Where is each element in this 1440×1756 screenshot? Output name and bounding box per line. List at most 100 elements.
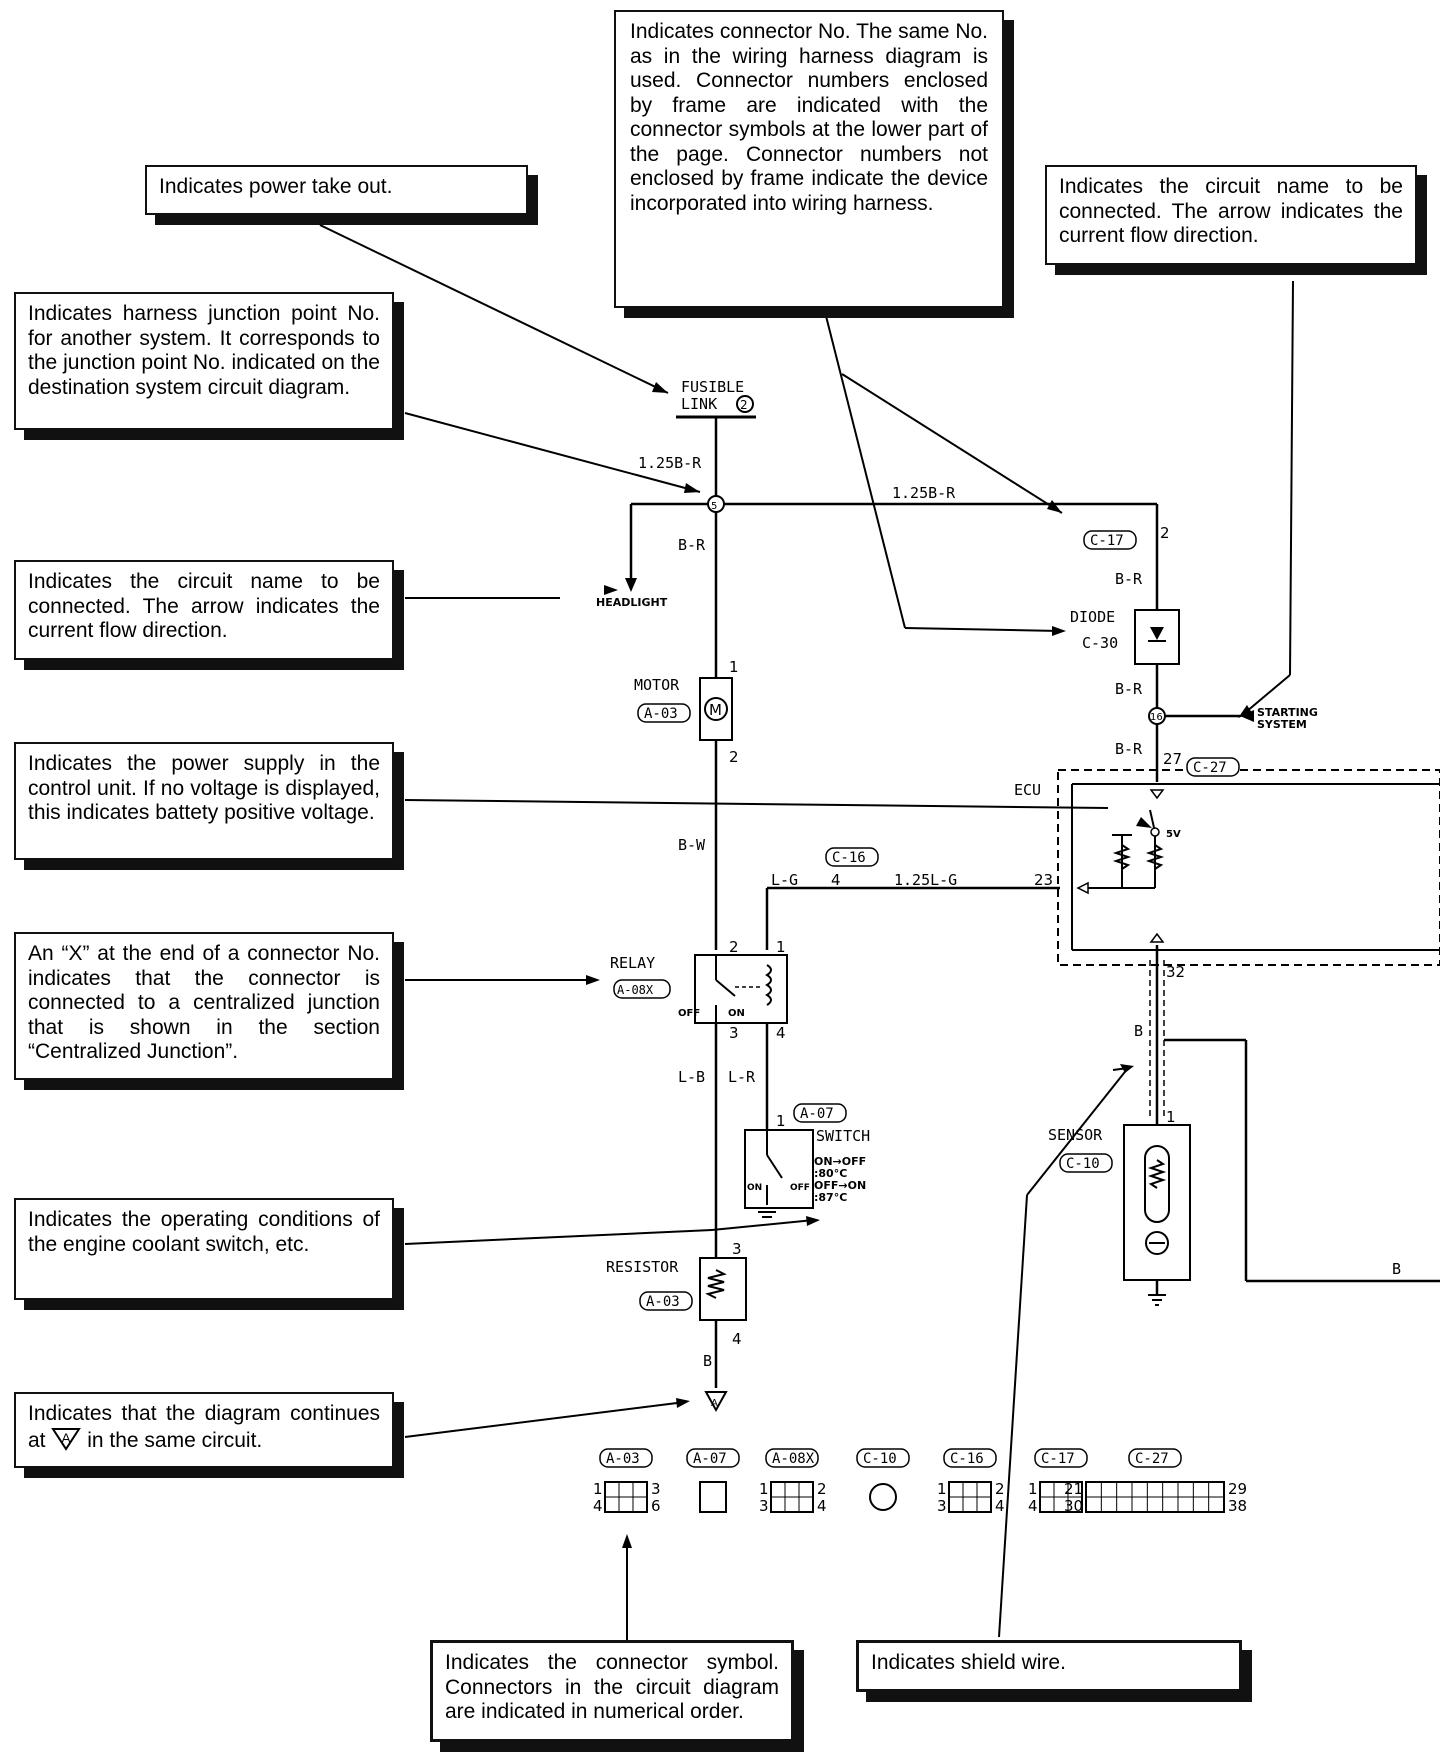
wire-br-3: B-R [1115,680,1143,698]
sensor-label: SENSOR [1048,1126,1103,1144]
connector-pin-label: 3 [651,1480,661,1498]
relay-label: RELAY [610,954,655,972]
pointer-shield-2 [1026,1067,1129,1196]
pointer-arrowheads [586,382,1252,1548]
connector-pin-label: 30 [1064,1497,1083,1515]
starting-label: STARTING [1257,706,1318,719]
pin-switch-1: 1 [776,1112,786,1130]
switch-label: SWITCH [816,1127,870,1145]
connector-pin-label: 6 [651,1497,661,1515]
callout-shield-wire: Indicates shield wire. [856,1640,1242,1692]
svg-text:C-10: C-10 [1066,1156,1100,1172]
pointer-connector-no [841,373,1063,514]
connector-pin-label: 1 [759,1480,769,1498]
wire-b-2: B [1134,1022,1143,1040]
wire-lb: L-B [678,1068,705,1086]
connector-symbol-name: A-03 [606,1451,640,1467]
continue-triangle [704,1391,728,1413]
connector-symbol-name: C-10 [863,1451,897,1467]
svg-text:A-08X: A-08X [617,983,654,997]
pin-resistor-4: 4 [732,1330,742,1348]
connector-pin-label: 2 [995,1480,1005,1498]
wire-br-4: B-R [1115,740,1143,758]
wire-125lg: 1.25L-G [894,871,957,889]
switch-cond-4: :87°C [814,1191,847,1204]
connector-pin-label: 1 [937,1480,947,1498]
badge-motor-conn: A-03 [637,703,691,723]
pin-relay-1: 1 [776,938,786,956]
connector-symbol-name: C-17 [1041,1451,1075,1467]
motor-m: M [709,701,722,719]
switch-cond-2: :80°C [814,1167,847,1180]
callout-connector-symbol: Indicates the connector symbol. Connecto… [430,1640,794,1742]
diode-symbol [1150,627,1164,640]
connector-pin-label: 4 [995,1497,1005,1515]
connector-pin-label: 4 [817,1497,827,1515]
resistor-symbol [705,1269,727,1299]
pointer-connector-no-2 [825,315,906,629]
pointer-connector-no-3 [904,627,1061,632]
headlight-arrow [625,578,637,592]
pointer-power-takeout [319,224,669,394]
pointer-circuit-name-2 [1245,674,1291,713]
switch-body [744,1129,814,1209]
badge-c27: C-27 [1186,757,1240,777]
switch-cond-3: OFF→ON [814,1179,866,1192]
badge-c16: C-16 [825,847,879,867]
junction-5 [707,495,725,513]
pin-motor-2: 2 [729,748,739,766]
connector-symbol-c-10: C-10 [856,1448,910,1511]
connector-pin-label: 38 [1228,1497,1247,1515]
callout-circuit-name-right: Indicates the circuit name to be connect… [1045,165,1417,265]
wire-bw: B-W [678,836,706,854]
fusible-link-label-2: LINK [681,395,717,413]
relay-off: OFF [678,1008,700,1019]
svg-text:C-16: C-16 [832,850,866,866]
connector-pin-label: 2 [817,1480,827,1498]
diode-conn: C-30 [1082,634,1118,652]
junction-16-label: 16 [1150,712,1163,723]
svg-text:C-17: C-17 [1090,533,1124,549]
wire-br-1: B-R [678,536,706,554]
connector-symbol-name: A-08X [772,1451,815,1467]
diode-label: DIODE [1070,608,1115,626]
pointer-circuit-name [1289,280,1294,676]
callout-power-supply: Indicates the power supply in the contro… [14,742,394,860]
pointer-junction [404,412,701,493]
relay-on: ON [728,1008,745,1019]
badge-switch-conn: A-07 [793,1103,847,1123]
pointer-power-supply [404,799,1109,809]
badge-sensor-conn: C-10 [1059,1153,1113,1173]
starting-arrow [1240,710,1254,722]
pin-ecu-23: 23 [1034,871,1053,889]
fusible-link-label: FUSIBLE [681,378,744,396]
pin-sensor-1: 1 [1166,1108,1176,1126]
ecu-box [1057,769,1440,966]
pin-motor-1: 1 [729,658,739,676]
motor-label: MOTOR [634,676,680,694]
wire-125br-2: 1.25B-R [892,484,956,502]
wire-b-1: B [703,1352,712,1370]
badge-c17: C-17 [1083,530,1137,550]
switch-on: ON [747,1183,762,1193]
svg-text:C-27: C-27 [1193,760,1227,776]
connector-pin-label: 1 [593,1480,603,1498]
svg-text:A-03: A-03 [644,706,678,722]
pin-c17-2: 2 [1160,524,1170,542]
pin-ecu-27: 27 [1163,750,1182,768]
fusible-no: 2 [740,398,748,412]
continue-mark: A [711,1398,718,1409]
switch-cond-1: ON→OFF [814,1155,866,1168]
pointer-shield [998,1194,1028,1638]
resistor-label: RESISTOR [606,1258,679,1276]
motor-symbol [704,697,728,721]
connector-pin-label: 3 [759,1497,769,1515]
connector-symbol-row: A-031436A-07A-08X1324C-10C-161324C-17143… [593,1448,1247,1515]
connector-pin-label: 4 [593,1497,603,1515]
connector-pin-label: 3 [937,1497,947,1515]
wire-b-3: B [1392,1260,1401,1278]
